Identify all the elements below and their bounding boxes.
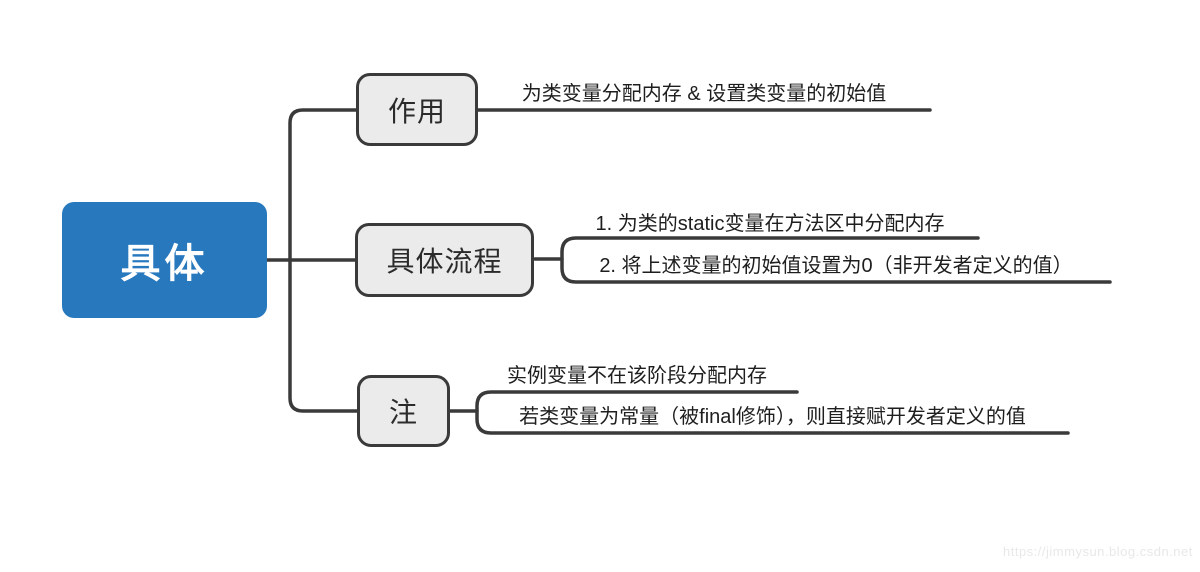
root-node[interactable]: 具体 (62, 202, 267, 318)
leaf-process-1[interactable]: 1. 为类的static变量在方法区中分配内存 (595, 213, 945, 235)
connector-bottom-bracket (475, 390, 1070, 435)
connector-middle-bracket (560, 236, 1112, 284)
watermark-url: https://jimmysun.blog.csdn.net (1003, 544, 1193, 559)
leaf-process-2[interactable]: 2. 将上述变量的初始值设置为0（非开发者定义的值） (599, 255, 1073, 277)
leaf-effect-1[interactable]: 为类变量分配内存 & 设置类变量的初始值 (521, 83, 887, 105)
branch-node-effect[interactable]: 作用 (356, 73, 478, 146)
leaf-note-1[interactable]: 实例变量不在该阶段分配内存 (507, 365, 767, 387)
connector-trunk (288, 108, 359, 413)
branch-node-process[interactable]: 具体流程 (355, 223, 534, 297)
leaf-note-2[interactable]: 若类变量为常量（被final修饰），则直接赋开发者定义的值 (519, 406, 1026, 428)
branch-node-note[interactable]: 注 (357, 375, 450, 447)
